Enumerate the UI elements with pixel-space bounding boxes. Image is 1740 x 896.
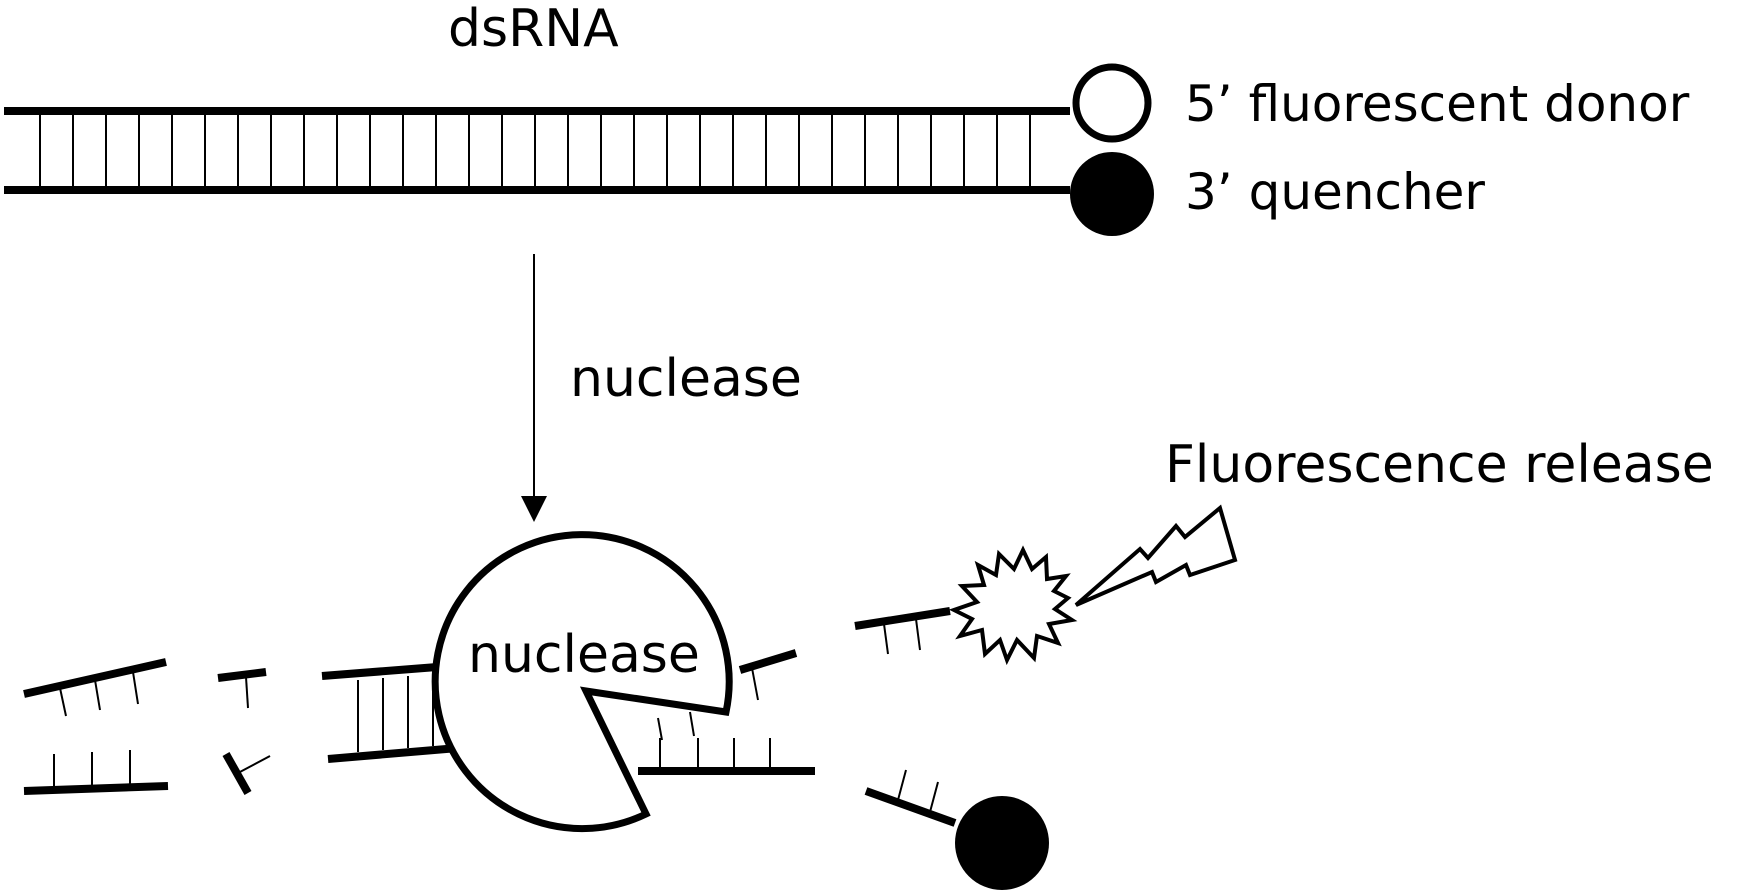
released-quencher-fragment xyxy=(864,769,1049,890)
quencher-label: 3’ quencher xyxy=(1185,163,1485,221)
cleaved-fragment-small xyxy=(217,668,271,795)
nuclease-enzyme-label: nuclease xyxy=(468,625,700,685)
substrate-fragment-bound xyxy=(321,649,815,775)
arrow-head xyxy=(521,496,547,522)
quencher-circle xyxy=(1070,152,1154,236)
donor-label: 5’ fluorescent donor xyxy=(1185,75,1690,133)
released-donor-fragment xyxy=(854,607,951,655)
fluorescence-burst-icon xyxy=(948,545,1078,666)
fluorescence-release-label: Fluorescence release xyxy=(1165,435,1714,495)
cleaved-fragment-left xyxy=(23,658,169,795)
dsrna-label: dsRNA xyxy=(448,0,619,59)
nuclease-arrow-label: nuclease xyxy=(570,349,802,409)
base-pair-rungs xyxy=(39,115,1031,186)
lightning-bolt-icon xyxy=(1074,504,1238,607)
intact-dsrna-duplex xyxy=(4,107,1070,194)
released-quencher-circle xyxy=(955,796,1049,890)
nuclease-enzyme xyxy=(431,531,733,833)
fluorescent-donor-circle xyxy=(1072,63,1152,143)
reaction-arrow xyxy=(521,254,547,522)
